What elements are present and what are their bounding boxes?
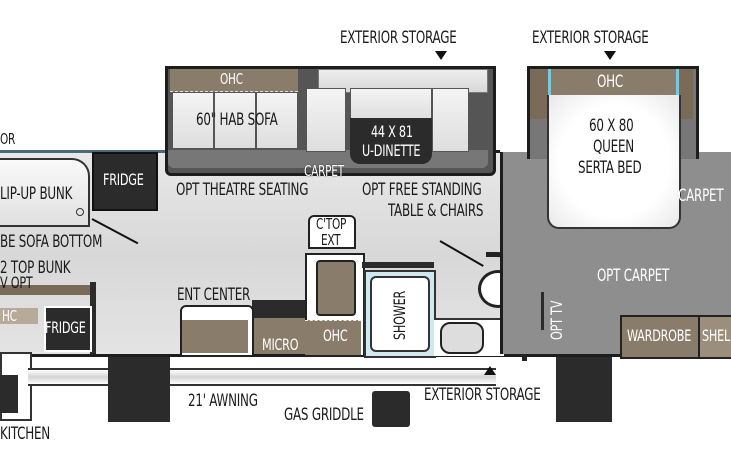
gas-griddle-label: GAS GRIDDLE [284,405,364,425]
bath-wall [362,262,434,268]
double-sink [316,260,356,316]
fridge-2-label: FRIDGE [45,318,86,337]
ohc-kitchen-cabinet [305,320,361,355]
fridge-1 [92,152,158,211]
ohc-bed-cabinet [548,69,676,96]
opt-carpet-label: OPT CARPET [597,266,670,286]
ext-label: EXT [321,231,341,249]
ohc-sofa-label: OHC [220,70,243,88]
opt-theatre-label: OPT THEATRE SEATING [176,180,309,200]
bunk-tv-shelf [0,285,92,295]
bunk-wall-right [90,282,96,354]
dinette-size-label: 44 X 81 [371,122,413,141]
dinette-name-label: U-DINETTE [362,141,421,160]
stabilizer-right [556,357,612,422]
sofa-bottom-label: BE SOFA BOTTOM [0,232,103,252]
wardrobe [620,315,702,359]
shelf-label: SHEL [702,326,730,345]
bed-nightstand-left [530,69,551,119]
top-bunk-label: 2 TOP BUNK [0,258,71,278]
ctop-ext-box [308,215,356,249]
ohc-bed-label: OHC [597,72,623,92]
ext-storage-top-label-1: EXTERIOR STORAGE [340,28,457,48]
ohc-kitchen-label: OHC [323,326,348,345]
opt-tv-mount [541,292,544,330]
flip-up-bunk [0,158,90,227]
sofa-cushion-3 [256,92,298,149]
hab-sofa-label: 60" HAB SOFA [196,110,278,130]
ext-storage-top-arrow-2 [604,51,616,60]
opt-table-label-2: TABLE & CHAIRS [388,201,484,221]
ext-storage-top-label-2: EXTERIOR STORAGE [532,28,649,48]
outdoor-kitchen-grill [0,375,18,413]
ext-storage-bottom-arrow [484,366,496,375]
ent-center-label: ENT CENTER [177,285,251,305]
shelf [698,315,731,359]
bath-sink [440,322,484,354]
bed-size-label: 60 X 80 [589,116,634,136]
carpet-bed-label: CARPET [678,186,724,206]
ext-storage-bottom-label: EXTERIOR STORAGE [424,385,541,405]
opt-tv-label: OPT TV [547,300,566,340]
shower-label: SHOWER [390,290,409,340]
dinette-right-seat [432,88,469,152]
ohc-bunk-cabinet [0,308,38,324]
awning-label: 21' AWNING [188,391,258,411]
ctop-label: C'TOP [316,215,347,233]
dinette-center-seat [350,88,432,120]
ent-center-base [182,320,248,353]
gas-griddle [372,391,410,427]
ext-storage-top-arrow-1 [435,51,447,60]
bed-brand-label: SERTA BED [578,158,642,178]
stabilizer-left [108,357,170,422]
awning [28,368,496,386]
sofa-cushion-1 [172,92,214,149]
queen-bed [547,95,681,229]
stove-top [252,300,305,318]
flip-up-bunk-label: LIP-UP BUNK [0,184,73,204]
sofa-cushion-2 [214,92,256,149]
door-label-partial: OR [0,130,16,148]
opt-table-label-1: OPT FREE STANDING [362,180,482,200]
kitchen-label: KITCHEN [0,424,50,444]
door-area [0,118,165,153]
carpet-slide-label: CARPET [304,162,344,180]
dinette-table [350,118,432,164]
ohc-bunk-label: HC [2,307,17,325]
ohc-sofa-cabinet [170,69,298,92]
tv-opt-label: V OPT [0,273,33,292]
shower-pan [370,276,430,352]
wardrobe-label: WARDROBE [627,326,692,345]
bunk-ladder-dot [76,208,84,216]
fridge-1-label: FRIDGE [103,170,144,189]
micro-label: MICRO [262,335,299,354]
bed-type-label: QUEEN [593,137,634,157]
dinette-left-seat [306,88,346,152]
fridge-2 [44,306,92,352]
